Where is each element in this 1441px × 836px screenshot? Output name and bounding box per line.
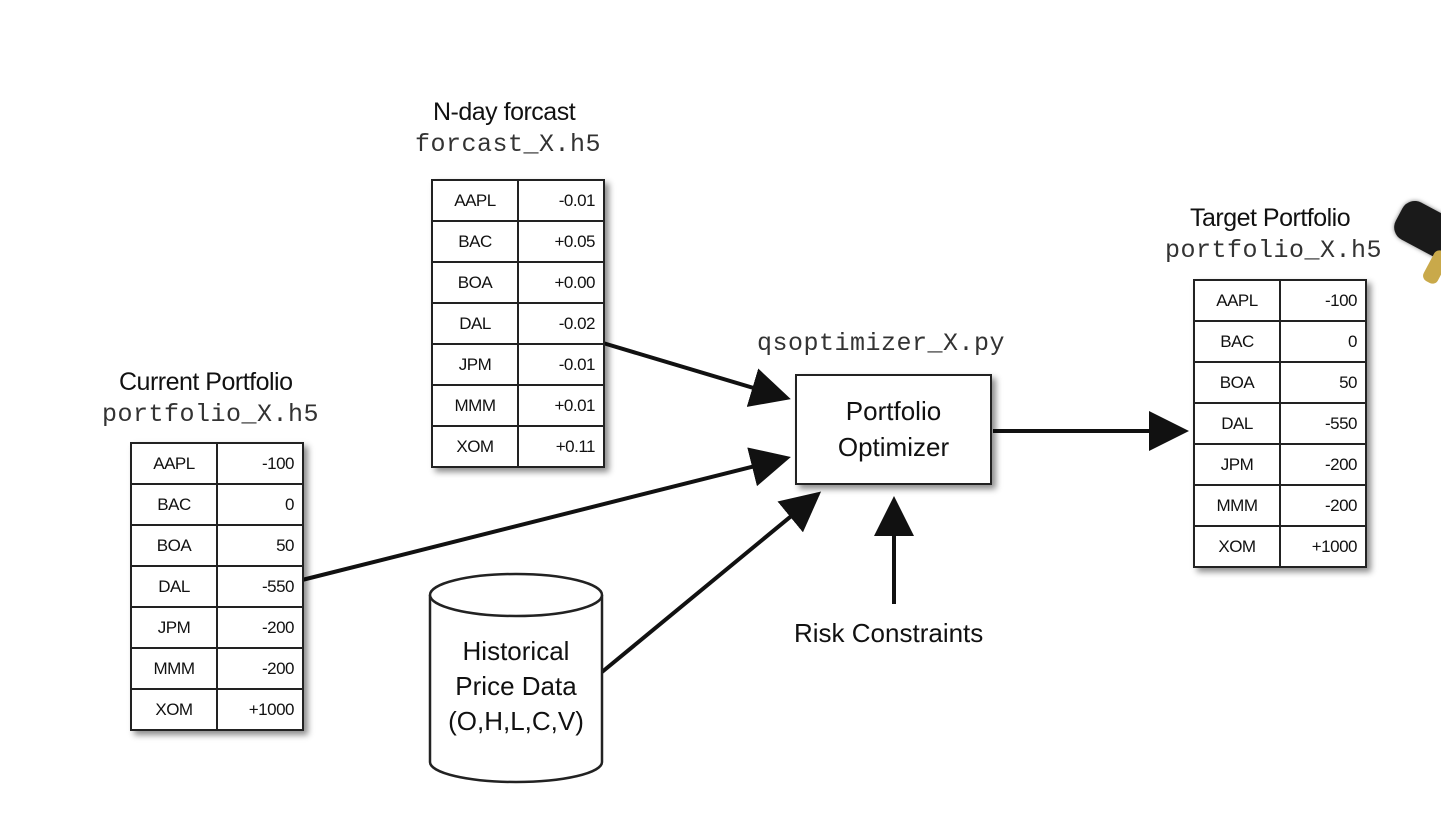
current-row: MMM-200: [130, 647, 304, 690]
current-row: AAPL-100: [130, 442, 304, 485]
forecast-symbol-cell: AAPL: [431, 179, 519, 222]
current-symbol-cell: XOM: [130, 688, 218, 731]
current-row: DAL-550: [130, 565, 304, 608]
current-value-cell: 50: [216, 524, 304, 567]
forecast-row: DAL-0.02: [431, 302, 605, 345]
target-symbol-cell: BOA: [1193, 361, 1281, 404]
current-row: XOM+1000: [130, 688, 304, 731]
forecast-row: JPM-0.01: [431, 343, 605, 386]
forecast-symbol-cell: MMM: [431, 384, 519, 427]
forecast-row: AAPL-0.01: [431, 179, 605, 222]
target-row: JPM-200: [1193, 443, 1367, 486]
optimizer-script-filename: qsoptimizer_X.py: [757, 329, 1006, 358]
current-portfolio-filename: portfolio_X.h5: [102, 400, 320, 429]
forecast-symbol-cell: BAC: [431, 220, 519, 263]
target-value-cell: -550: [1279, 402, 1367, 445]
forecast-filename: forcast_X.h5: [415, 130, 602, 159]
forecast-symbol-cell: DAL: [431, 302, 519, 345]
forecast-value-cell: -0.02: [517, 302, 605, 345]
arrow-historical-to-optimizer: [600, 491, 822, 674]
target-symbol-cell: XOM: [1193, 525, 1281, 568]
current-value-cell: +1000: [216, 688, 304, 731]
forecast-symbol-cell: XOM: [431, 425, 519, 468]
current-value-cell: -200: [216, 606, 304, 649]
historical-database-icon: [428, 572, 604, 784]
target-row: MMM-200: [1193, 484, 1367, 527]
forecast-value-cell: +0.11: [517, 425, 605, 468]
current-row: JPM-200: [130, 606, 304, 649]
forecast-value-cell: +0.00: [517, 261, 605, 304]
target-row: DAL-550: [1193, 402, 1367, 445]
forecast-symbol-cell: BOA: [431, 261, 519, 304]
forecast-row: XOM+0.11: [431, 425, 605, 468]
current-value-cell: -550: [216, 565, 304, 608]
target-row: XOM+1000: [1193, 525, 1367, 568]
target-row: AAPL-100: [1193, 279, 1367, 322]
target-symbol-cell: MMM: [1193, 484, 1281, 527]
target-value-cell: 50: [1279, 361, 1367, 404]
target-symbol-cell: AAPL: [1193, 279, 1281, 322]
current-value-cell: -200: [216, 647, 304, 690]
forecast-row: BOA+0.00: [431, 261, 605, 304]
forecast-value-cell: -0.01: [517, 343, 605, 386]
arrow-current-to-optimizer: [301, 447, 791, 582]
historical-price-data-label: Historical Price Data (O,H,L,C,V): [448, 636, 584, 737]
target-symbol-cell: DAL: [1193, 402, 1281, 445]
current-symbol-cell: MMM: [130, 647, 218, 690]
portfolio-optimizer-box: Portfolio Optimizer: [795, 374, 992, 485]
forecast-row: MMM+0.01: [431, 384, 605, 427]
portfolio-optimizer-label: Portfolio Optimizer: [837, 396, 950, 462]
risk-constraints-label: Risk Constraints: [794, 618, 984, 648]
arrow-forecast-to-optimizer: [602, 341, 791, 407]
target-portfolio-title: Target Portfolio: [1190, 204, 1351, 232]
current-symbol-cell: JPM: [130, 606, 218, 649]
target-portfolio-filename: portfolio_X.h5: [1165, 236, 1383, 265]
forecast-value-cell: +0.01: [517, 384, 605, 427]
forecast-row: BAC+0.05: [431, 220, 605, 263]
current-symbol-cell: BAC: [130, 483, 218, 526]
target-symbol-cell: BAC: [1193, 320, 1281, 363]
target-value-cell: 0: [1279, 320, 1367, 363]
target-value-cell: +1000: [1279, 525, 1367, 568]
forecast-title: N-day forcast: [433, 98, 576, 126]
current-portfolio-title: Current Portfolio: [119, 368, 293, 396]
target-value-cell: -100: [1279, 279, 1367, 322]
target-symbol-cell: JPM: [1193, 443, 1281, 486]
current-symbol-cell: AAPL: [130, 442, 218, 485]
forecast-value-cell: -0.01: [517, 179, 605, 222]
forecast-value-cell: +0.05: [517, 220, 605, 263]
forecast-symbol-cell: JPM: [431, 343, 519, 386]
current-value-cell: -100: [216, 442, 304, 485]
target-value-cell: -200: [1279, 484, 1367, 527]
current-symbol-cell: DAL: [130, 565, 218, 608]
current-value-cell: 0: [216, 483, 304, 526]
current-symbol-cell: BOA: [130, 524, 218, 567]
target-value-cell: -200: [1279, 443, 1367, 486]
